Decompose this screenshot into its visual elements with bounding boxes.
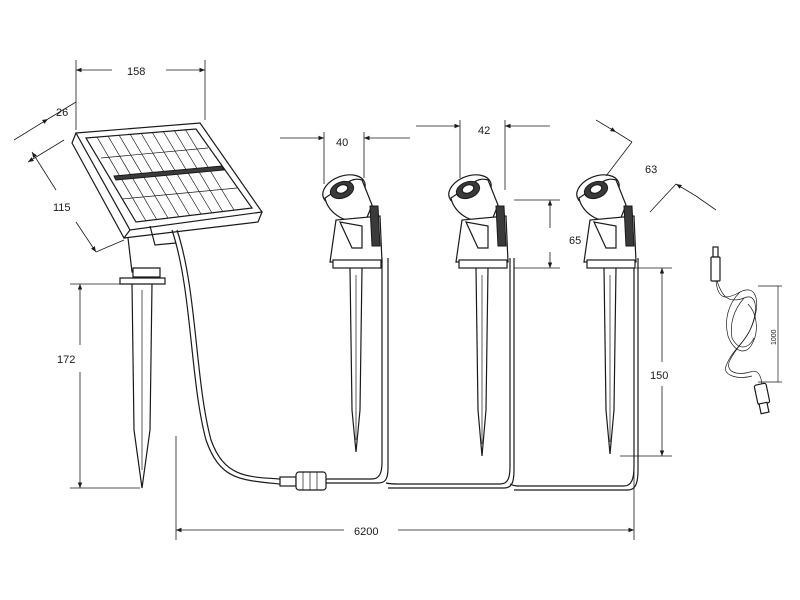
- dim-label-stake-height: 172: [57, 354, 75, 366]
- dimension-lines: [13, 60, 782, 540]
- spotlight-2: [448, 174, 509, 457]
- dim-label-spot-width-a: 40: [336, 137, 348, 149]
- spotlight-1: [322, 174, 383, 453]
- dim-label-cable-length: 6200: [354, 526, 378, 538]
- dim-label-spot-diameter: 63: [645, 164, 657, 176]
- dim-label-spot-head-height: 65: [569, 235, 581, 247]
- usb-cable: [710, 246, 771, 415]
- solar-panel: [71, 122, 281, 489]
- cable-connector: [279, 471, 327, 491]
- spotlight-3: [576, 174, 637, 455]
- dim-label-panel-width: 158: [127, 66, 145, 78]
- dim-label-panel-depth: 115: [53, 202, 71, 214]
- main-cable: [326, 258, 639, 491]
- dim-label-usb-cable-length: 1000: [771, 329, 778, 345]
- dim-label-spot-width-b: 42: [478, 125, 490, 137]
- dim-label-spot-stake-height: 150: [650, 370, 668, 382]
- dim-label-panel-thickness: 26: [56, 107, 68, 119]
